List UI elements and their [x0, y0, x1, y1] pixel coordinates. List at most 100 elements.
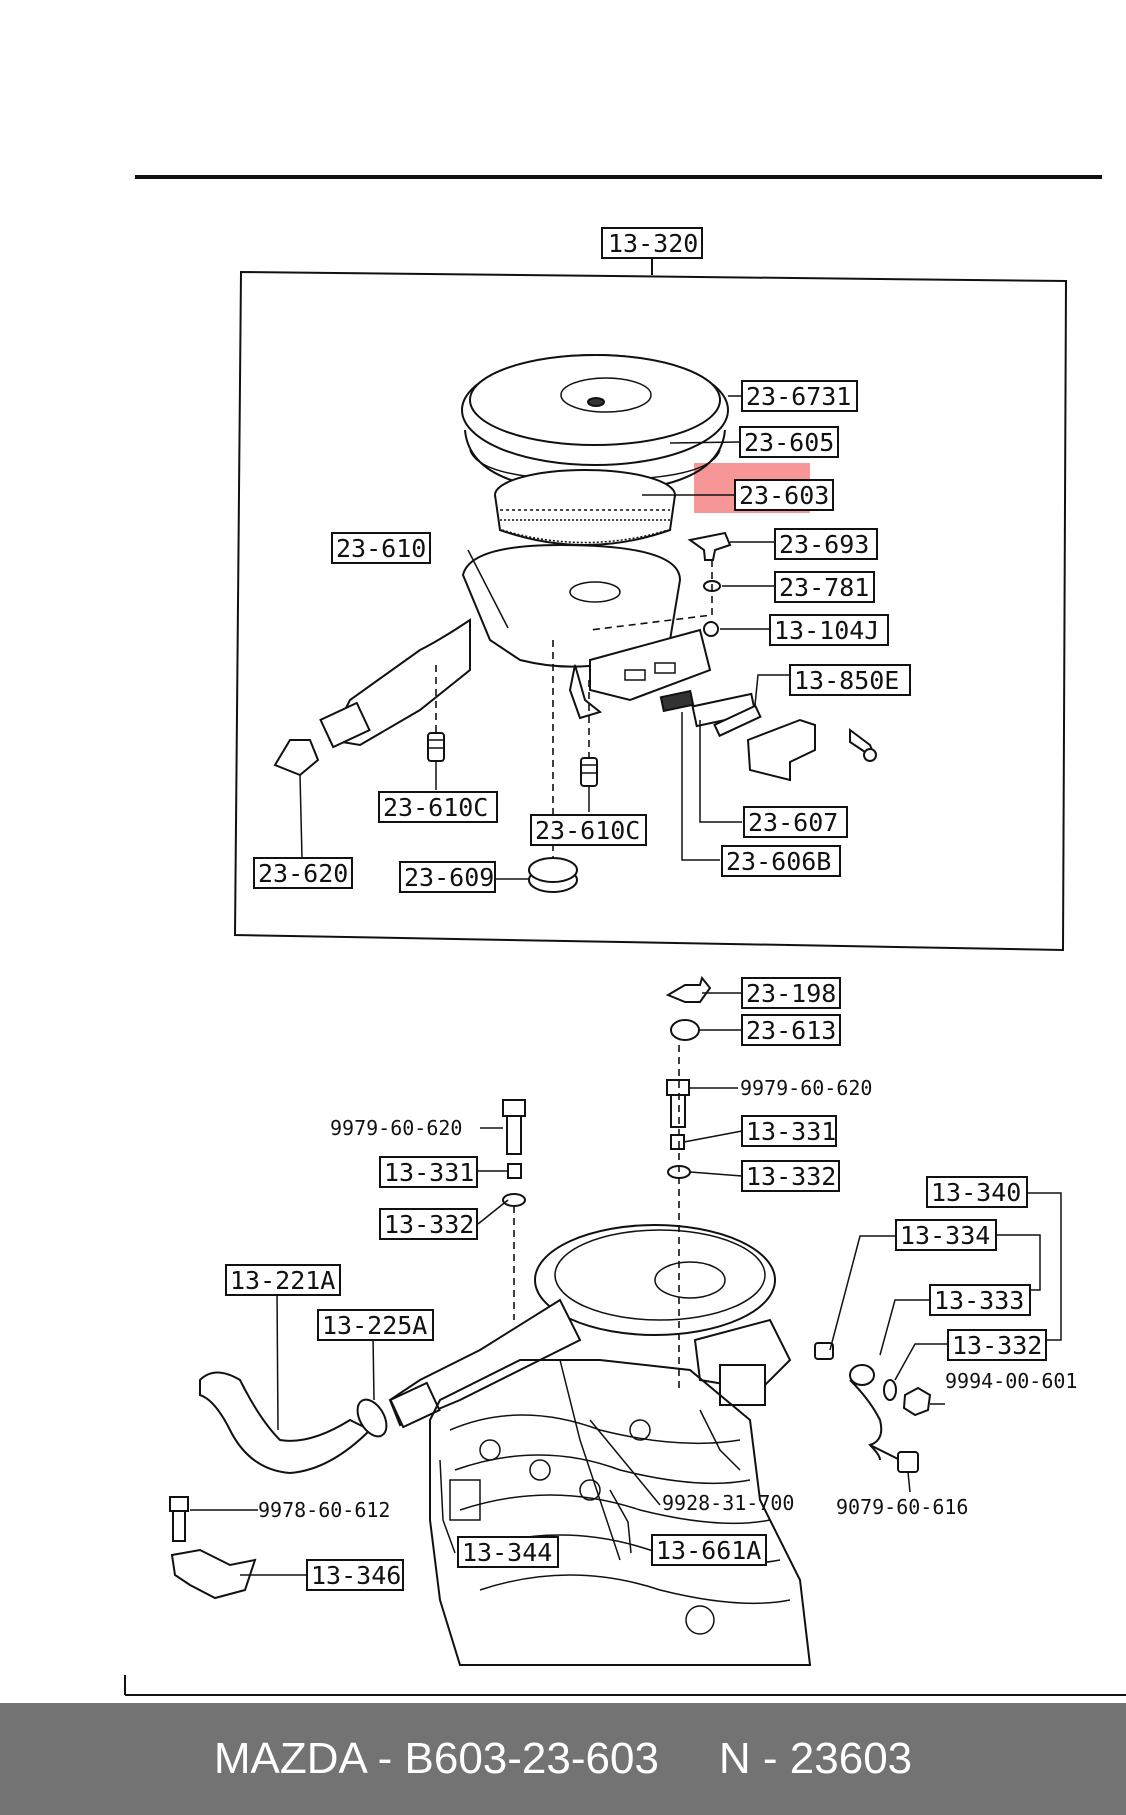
svg-text:23-693: 23-693: [779, 530, 869, 559]
svg-text:13-333: 13-333: [934, 1286, 1024, 1315]
callout-9994: 9994-00-601: [945, 1369, 1077, 1393]
collar-left-part: [507, 1163, 522, 1179]
bolt-9079-part: [869, 1444, 919, 1473]
callout-13-333: 13-333: [929, 1284, 1031, 1316]
callout-23-603: 23-603: [734, 479, 834, 511]
callout-13-850e: 13-850E: [789, 664, 911, 696]
callout-23-605: 23-605: [739, 426, 839, 458]
cross-reference-caption: N - 23603: [718, 1734, 913, 1783]
svg-text:13-221A: 13-221A: [230, 1266, 335, 1295]
air-cleaner-group-frame: [233, 256, 1068, 952]
hose-bracket-part: [170, 1548, 257, 1600]
callout-13-340: 13-340: [926, 1176, 1028, 1208]
svg-text:23-6731: 23-6731: [746, 382, 851, 411]
svg-text:13-332: 13-332: [746, 1162, 836, 1191]
svg-text:13-332: 13-332: [384, 1210, 474, 1239]
leader-lines-lower: [190, 992, 1062, 1576]
svg-text:13-346: 13-346: [311, 1561, 401, 1590]
air-cleaner-cover-part: [461, 354, 729, 466]
callout-9928: 9928-31-700: [662, 1491, 794, 1515]
valve-assembly-part: [659, 689, 877, 782]
seal-ring-part: [528, 857, 578, 893]
svg-text:9978-60-612: 9978-60-612: [258, 1498, 390, 1522]
washer-lower-part: [883, 1379, 897, 1401]
bolt-right-part: [666, 1079, 690, 1128]
callout-23-6731: 23-6731: [741, 380, 858, 412]
callout-9079: 9079-60-616: [836, 1495, 968, 1519]
cap-part: [670, 1019, 700, 1041]
callout-23-610c-right: 23-610C: [530, 814, 647, 846]
callout-13-331-right: 13-331: [741, 1115, 837, 1147]
svg-text:23-620: 23-620: [258, 859, 348, 888]
svg-text:9979-60-620: 9979-60-620: [740, 1076, 872, 1100]
svg-text:23-609: 23-609: [404, 863, 494, 892]
parts-diagram: 13-320 23-6731 23-605 23-603 23-610 23-6…: [124, 175, 1126, 1696]
callout-23-607: 23-607: [743, 806, 848, 838]
collar-right-part: [670, 1134, 685, 1150]
leader-lines-upper: [299, 395, 790, 880]
air-cleaner-case-part: [319, 543, 712, 749]
svg-text:9079-60-616: 9079-60-616: [836, 1495, 968, 1519]
rubber-plug-left: [427, 732, 445, 762]
washer-left-part: [502, 1193, 526, 1207]
callout-13-346: 13-346: [306, 1559, 404, 1591]
grommet-part: [703, 621, 719, 637]
svg-text:13-320: 13-320: [608, 229, 698, 258]
callout-9979-left: 9979-60-620: [330, 1116, 462, 1140]
svg-text:23-606B: 23-606B: [726, 847, 831, 876]
callout-23-609: 23-609: [399, 861, 496, 893]
callout-23-781: 23-781: [774, 571, 875, 603]
part-number-caption: MAZDA - B603-23-603: [213, 1734, 659, 1783]
caption-bar: MAZDA - B603-23-603 N - 23603: [0, 1703, 1126, 1815]
callout-13-334: 13-334: [895, 1219, 997, 1251]
svg-text:23-607: 23-607: [748, 808, 838, 837]
svg-text:23-610C: 23-610C: [383, 793, 488, 822]
spacer-part: [814, 1342, 834, 1360]
vacuum-hose-part: [849, 1364, 883, 1461]
callout-13-332-left: 13-332: [379, 1208, 478, 1240]
callout-13-104j: 13-104J: [769, 614, 889, 646]
svg-text:9979-60-620: 9979-60-620: [330, 1116, 462, 1140]
engine-block: [429, 1359, 812, 1666]
callout-23-613: 23-613: [741, 1014, 841, 1046]
air-filter-element-part: [494, 469, 676, 546]
svg-text:23-613: 23-613: [746, 1016, 836, 1045]
svg-text:23-605: 23-605: [744, 428, 834, 457]
svg-text:13-850E: 13-850E: [794, 666, 899, 695]
clip-part: [687, 531, 732, 561]
svg-text:23-610: 23-610: [336, 534, 426, 563]
svg-text:13-661A: 13-661A: [656, 1536, 761, 1565]
callout-13-332-right: 13-332: [741, 1160, 840, 1192]
bolt-9978-part: [169, 1496, 189, 1542]
svg-text:13-344: 13-344: [462, 1538, 552, 1567]
air-cleaner-assembled: [388, 1224, 792, 1429]
svg-text:9994-00-601: 9994-00-601: [945, 1369, 1077, 1393]
callout-23-610: 23-610: [331, 532, 431, 564]
bolt-left-part: [502, 1099, 526, 1155]
svg-text:13-332: 13-332: [952, 1331, 1042, 1360]
callout-13-225a: 13-225A: [317, 1309, 434, 1341]
callout-23-693: 23-693: [774, 528, 878, 560]
case-bracket-part: [568, 664, 603, 720]
svg-text:23-603: 23-603: [739, 481, 829, 510]
callout-9979-right: 9979-60-620: [740, 1076, 872, 1100]
svg-text:13-340: 13-340: [931, 1178, 1021, 1207]
intake-hose-part: [199, 1371, 372, 1475]
svg-text:13-104J: 13-104J: [774, 616, 879, 645]
callout-13-332-lower: 13-332: [947, 1329, 1047, 1361]
rubber-plug-right: [580, 757, 598, 787]
callout-9978: 9978-60-612: [258, 1498, 390, 1522]
callout-23-198: 23-198: [741, 977, 841, 1009]
bracket-part: [273, 739, 320, 777]
callout-13-661a: 13-661A: [651, 1534, 767, 1566]
svg-text:23-781: 23-781: [779, 573, 869, 602]
callout-13-221a: 13-221A: [225, 1264, 341, 1296]
svg-text:13-225A: 13-225A: [322, 1311, 427, 1340]
callout-13-331-left: 13-331: [379, 1156, 478, 1188]
callout-23-606b: 23-606B: [721, 845, 841, 877]
svg-text:23-610C: 23-610C: [535, 816, 640, 845]
wing-nut-part: [665, 975, 712, 1003]
nut-9994-part: [902, 1386, 932, 1417]
callout-23-620: 23-620: [253, 857, 353, 889]
hose-clamp-part: [356, 1398, 388, 1438]
